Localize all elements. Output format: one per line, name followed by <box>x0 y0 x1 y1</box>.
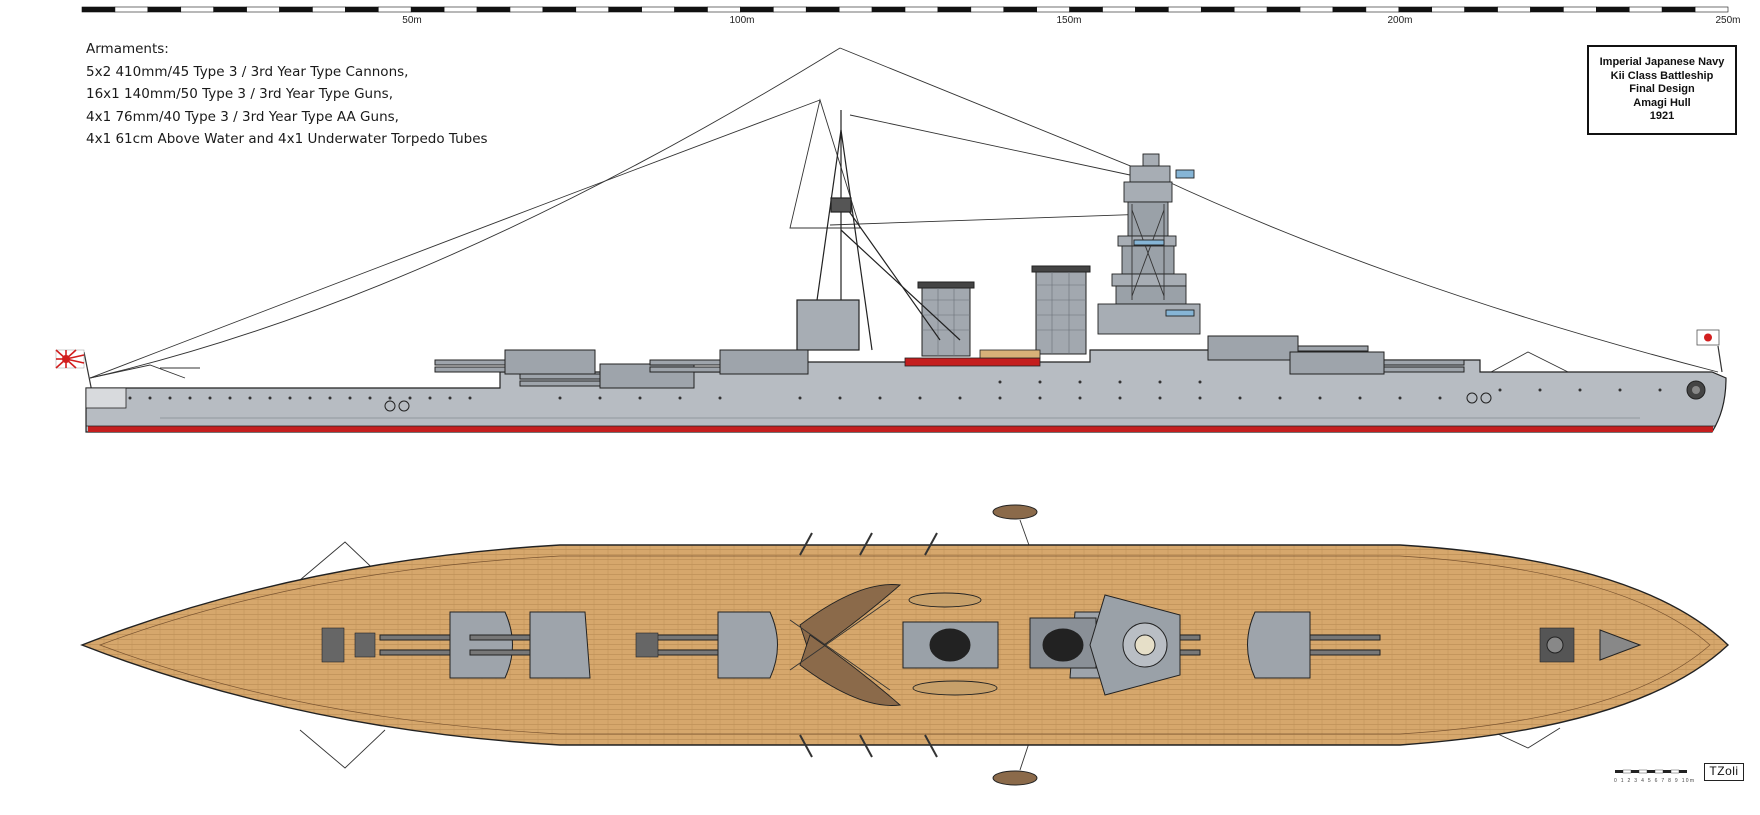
artist-signature: TZoli <box>1704 763 1744 781</box>
portholes <box>128 380 1662 400</box>
title-class: Kii Class Battleship <box>1610 69 1714 82</box>
scale-label-50m: 50m <box>402 15 422 26</box>
armament-line: 4x1 61cm Above Water and 4x1 Underwater … <box>86 131 488 147</box>
plan-view <box>80 504 1730 786</box>
mini-scale-labels: 0 1 2 3 4 5 6 7 8 9 10m <box>1614 778 1696 784</box>
title-navy: Imperial Japanese Navy <box>1599 56 1725 69</box>
scale-label-250m: 250m <box>1715 15 1741 26</box>
plan-funnels <box>902 617 1097 669</box>
deck-boats <box>789 584 998 706</box>
side-turrets <box>434 335 1465 389</box>
armament-line: 4x1 76mm/40 Type 3 / 3rd Year Type AA Gu… <box>86 108 399 125</box>
forward-superstructure <box>1097 153 1201 335</box>
title-year: 1921 <box>1649 110 1675 123</box>
side-profile <box>55 47 1727 433</box>
title-hull: Amagi Hull <box>1633 96 1691 109</box>
rigging <box>89 47 1719 379</box>
title-block: Imperial Japanese Navy Kii Class Battles… <box>1587 45 1737 135</box>
armament-line: 16x1 140mm/50 Type 3 / 3rd Year Type Gun… <box>86 86 393 102</box>
funnels <box>917 265 1091 357</box>
armament-line: 5x2 410mm/45 Type 3 / 3rd Year Type Cann… <box>86 63 409 80</box>
side-boat <box>979 349 1041 359</box>
boats-outboard <box>992 504 1038 786</box>
mainmast <box>796 110 961 351</box>
armament-list: Armaments: 5x2 410mm/45 Type 3 / 3rd Yea… <box>86 38 488 151</box>
scale-segment <box>1694 6 1729 13</box>
scale-label-150m: 150m <box>1056 15 1082 26</box>
plan-bridge <box>1089 594 1181 696</box>
armament-heading: Armaments: <box>86 41 169 57</box>
plan-casemate-guns <box>799 532 938 758</box>
chrysanthemum-crest-icon <box>1686 380 1706 400</box>
scale-segments <box>81 6 1729 13</box>
anchor-gear <box>1546 629 1642 661</box>
boat-deck-red <box>904 357 1041 367</box>
scale-label-200m: 200m <box>1387 15 1413 26</box>
scale-label-100m: 100m <box>729 15 755 26</box>
distance-scale-bar <box>81 6 1729 13</box>
title-design: Final Design <box>1629 83 1695 96</box>
mini-scale-bar <box>1615 769 1687 774</box>
hinomaru-jack-icon <box>1696 329 1723 373</box>
rising-sun-ensign-icon <box>55 349 93 393</box>
